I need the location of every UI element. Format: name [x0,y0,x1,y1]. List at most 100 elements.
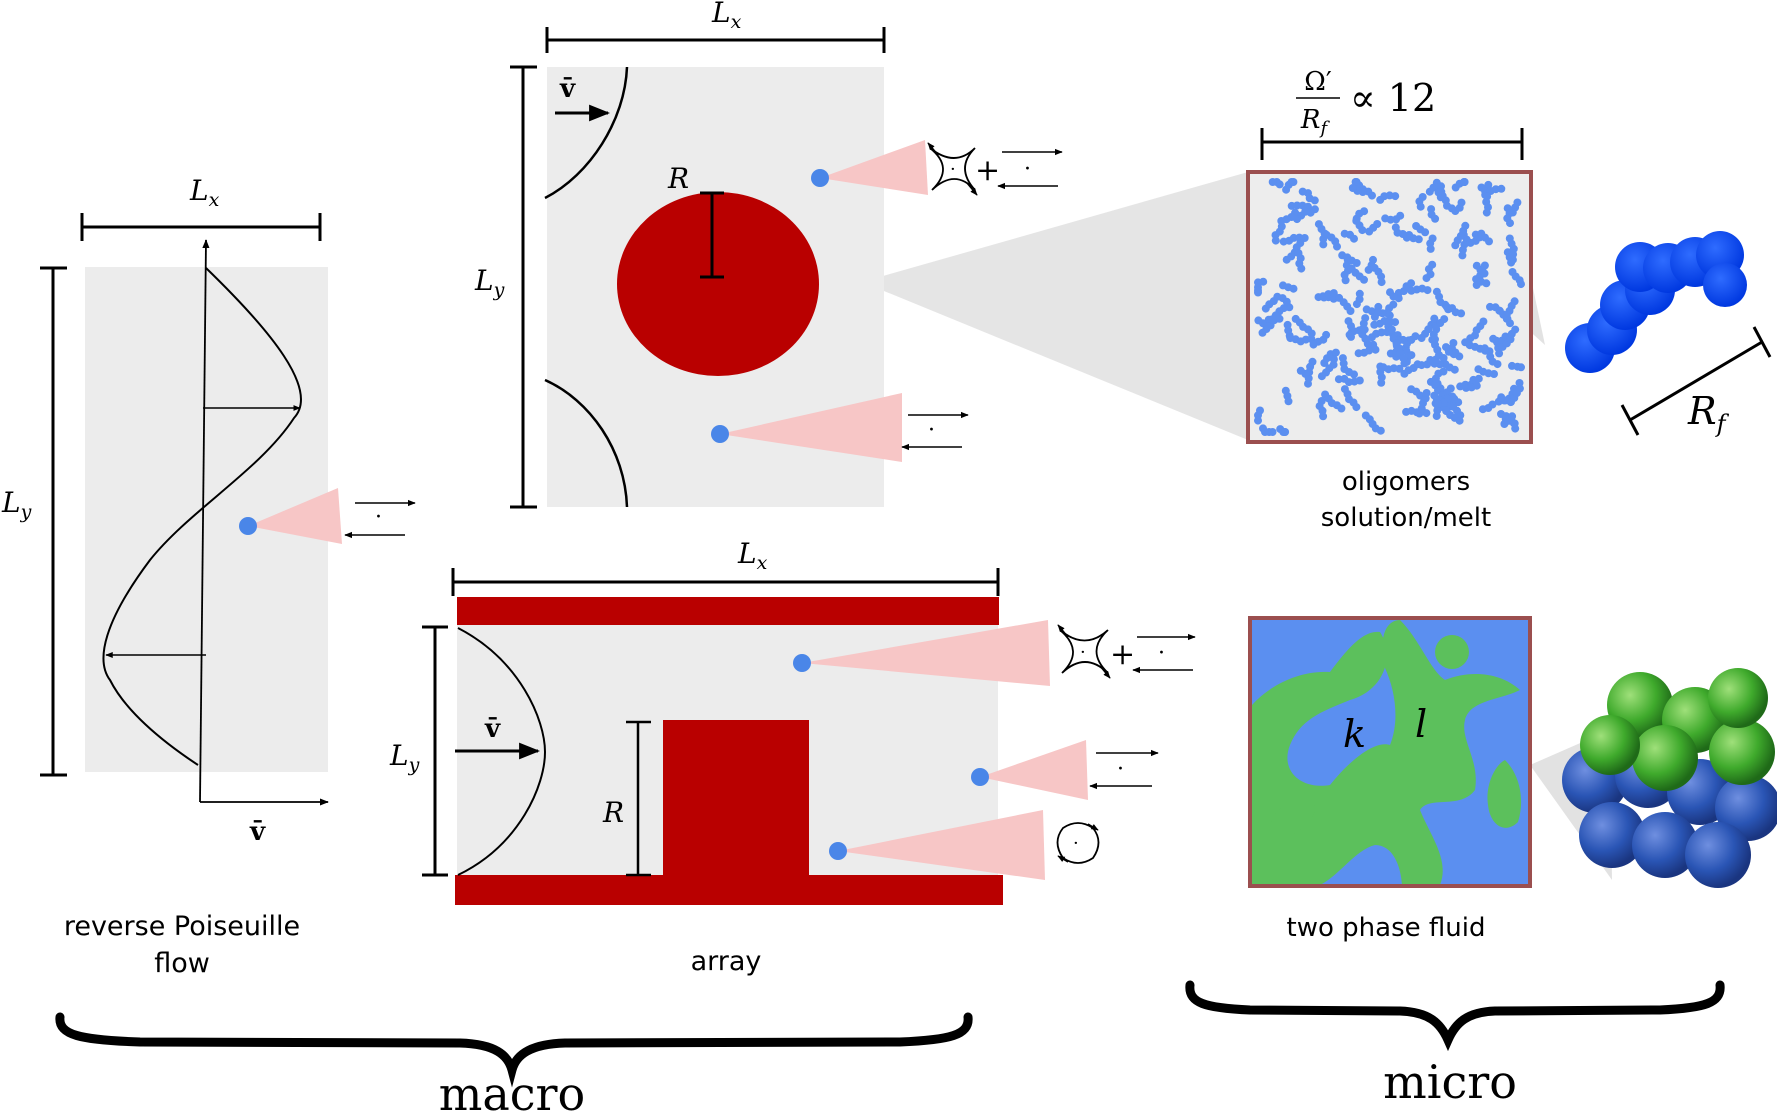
oligomer-bead [1254,316,1263,325]
oligomer-bead [1360,275,1368,284]
omega-denominator: Rf [1300,105,1331,139]
oligomer-bead [1474,374,1483,383]
oligomer-bead [1426,244,1435,253]
oligomer-bead [1458,251,1467,260]
cylinder-probe-1-cone [820,140,928,195]
oligomer-bead [1472,381,1481,390]
oligomer-bead [1254,416,1262,425]
channel-probe-3-cone [838,810,1045,880]
oligomer-bead [1360,207,1369,216]
oligomer-bead [1488,400,1497,409]
oligomer-bead [1486,302,1494,311]
oligomer-bead [1319,240,1328,249]
phase-l-label: l [1415,702,1427,746]
channel-plus: + [1110,637,1135,672]
oligomer-bead [1340,385,1349,394]
poiseuille-probe-cone [248,488,342,544]
oligomer-bead [1345,330,1354,339]
oligomer-bead [1344,317,1353,326]
poiseuille-panel: Lx Ly v̄ · reverse Poiseuille flow [1,174,416,979]
oligomer-bead [1431,335,1439,344]
oligomer-bead [1411,332,1420,341]
cylinder-obstacle [617,192,819,376]
oligomer-bead [1283,320,1292,329]
oligomer-bead [1254,288,1262,297]
poiseuille-probe [239,517,257,535]
shear-flow-icon: · [901,411,969,451]
channel-velocity-profile [457,627,547,876]
channel-bottom-wall [455,875,1003,905]
oligomer-bead [1346,307,1355,315]
oligomer-bead [1370,312,1379,321]
channel-probe-2 [971,768,989,786]
oligomer-bead [1337,404,1346,413]
oligomer-bead [1381,214,1390,223]
green-phase-region [1252,620,1520,885]
micro-brace [1185,980,1725,1052]
oligomer-bead [1484,180,1493,189]
oligomer-bead [1479,317,1488,326]
shear-flow-icon: · [997,148,1063,190]
oligomer-chain-icon [1565,231,1747,373]
shear-flow-icon: · [344,499,416,539]
oligomer-bead [1502,311,1511,320]
rf-dimension: Rf [1620,326,1772,438]
cylinder-lx-label: Lx [711,0,742,33]
oligomer-bead [1319,412,1328,421]
oligomer-bead [1434,399,1442,408]
oligomer-bead [1370,320,1379,329]
oligomer-bead [1480,261,1489,270]
micro-label: micro [1383,1055,1517,1109]
oligomer-bead [1298,187,1307,196]
oligomer-bead [1352,300,1361,309]
poiseuille-velocity-axis-label: v̄ [249,817,266,847]
oligomer-bead [1506,219,1514,228]
oligomer-bead [1268,428,1277,436]
cylinder-plus: + [975,153,1000,188]
oligomer-bead [1352,259,1361,267]
oligomer-bead [1460,178,1469,186]
oligomer-bead [1293,215,1301,224]
oligomer-bead [1289,284,1298,293]
oligomer-bead [1294,249,1303,258]
oligomer-bead [1314,220,1323,229]
rf-label: Rf [1687,389,1730,438]
zoom-cone-oligomers [862,172,1248,440]
channel-post-height-label: R [602,796,624,829]
channel-probe-2-cone [980,740,1088,800]
oligomer-bead [1391,223,1400,232]
oligomer-bead [1482,208,1491,217]
oligomer-bead [1474,365,1483,374]
channel-post-obstacle [663,720,809,877]
oligomer-bead [1430,391,1439,400]
oligomer-bead [1289,178,1298,186]
oligomer-bead [1457,309,1466,318]
channel-velocity-label: v̄ [484,714,501,744]
omega-numerator: Ω′ [1304,67,1332,97]
oligomer-bead [1430,314,1439,323]
oligomer-bead [1485,237,1493,246]
oligomer-bead [1407,286,1416,295]
two-phase-caption: two phase fluid [1287,913,1486,943]
channel-lx-label: Lx [737,537,768,574]
svg-text:·: · [928,418,935,443]
svg-text:·: · [1080,642,1086,663]
oligomer-bead [1351,178,1360,186]
oligomer-bead [1350,234,1358,243]
cylinder-probe-2-cone [720,393,902,462]
oligomer-bead [1282,215,1291,224]
oligomers-panel: Ω′ Rf ∝ 12 oligomers solution/melt [1246,67,1533,533]
oligomer-bead [1291,314,1300,323]
oligomer-bead [1461,221,1470,230]
channel-ly-label: Ly [389,739,420,776]
oligomer-bead [1354,349,1363,358]
oligomer-bead [1439,354,1448,362]
cylinder-probe-1 [811,169,829,187]
oligomer-bead [1439,367,1448,376]
cylinder-ly-label: Ly [474,264,505,301]
oligomer-bead [1376,426,1385,435]
macro-brace [55,1012,973,1088]
oligomer-bead [1440,315,1449,324]
oligomer-bead [1431,214,1440,223]
oligomer-bead [1422,389,1431,397]
